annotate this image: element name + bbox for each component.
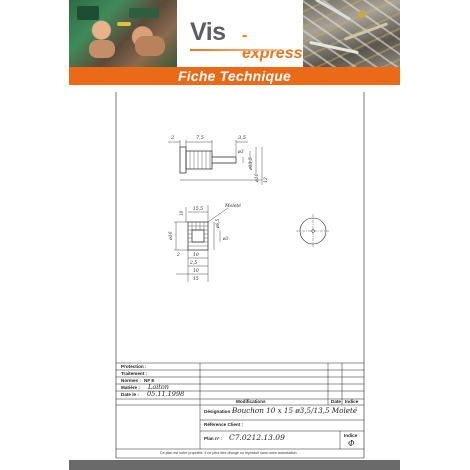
dim-front-15: 15 bbox=[193, 276, 199, 282]
label-reference-client: Référence Client : bbox=[204, 422, 244, 427]
label-traitement: Traitement : bbox=[121, 371, 148, 376]
notice-text: Ce plan est notre propriété. Il ne peut … bbox=[160, 451, 298, 455]
header-photo-electronics bbox=[69, 0, 177, 67]
label-indice: Indice bbox=[344, 433, 358, 438]
end-view bbox=[296, 214, 330, 248]
label-date-col: Date bbox=[331, 399, 341, 404]
page-title: Fiche Technique bbox=[178, 68, 291, 84]
label-designation: Désignation : bbox=[204, 409, 234, 414]
dim-front-10-b: 10 bbox=[193, 268, 199, 274]
label-matiere: Matière : bbox=[121, 385, 140, 390]
value-normes: NF E bbox=[144, 378, 155, 383]
footer-bar bbox=[69, 460, 400, 470]
dim-side-2: 2 bbox=[170, 135, 174, 141]
label-molete: Moleté bbox=[224, 202, 241, 209]
dim-front-o10: ø10 bbox=[168, 231, 174, 241]
dim-front-10-top: 10 bbox=[179, 210, 184, 216]
header-photo-screws bbox=[303, 0, 400, 67]
title-block-grid bbox=[116, 362, 364, 450]
dim-side-o3: ø3 bbox=[237, 149, 244, 155]
dim-front-15-5: 15,5 bbox=[193, 206, 203, 212]
dim-front-o6-5: ø6,5 bbox=[215, 218, 220, 229]
value-plan: C7.0212.13.09 bbox=[229, 433, 285, 442]
label-plan: Plan n° : bbox=[204, 436, 223, 441]
label-modifications: Modifications bbox=[236, 399, 266, 404]
value-matiere: Laiton bbox=[148, 383, 169, 391]
label-indice-col: Indice bbox=[345, 399, 359, 404]
dim-front-2: 2 bbox=[176, 252, 180, 258]
label-protection: Protection : bbox=[121, 364, 147, 369]
dim-side-o10: ø10 bbox=[254, 173, 260, 183]
front-view bbox=[174, 205, 229, 282]
dim-side-7-5: 7,5 bbox=[196, 135, 204, 141]
dim-front-o3: ø3 bbox=[222, 236, 229, 241]
dim-front-10-a: 10 bbox=[193, 252, 199, 258]
dim-side-12: 12 bbox=[263, 177, 269, 183]
brand-underline bbox=[190, 49, 290, 51]
side-view bbox=[168, 140, 263, 185]
label-date: Date le : bbox=[121, 392, 139, 397]
value-date: 05.11.1998 bbox=[147, 390, 185, 398]
value-designation: Bouchon 10 x 15 ø3,5/13,5 Moleté bbox=[232, 406, 358, 415]
dim-front-2-5: 2,5 bbox=[189, 260, 197, 266]
value-indice: Φ bbox=[348, 439, 355, 448]
dim-side-3-5: 3,5 bbox=[238, 135, 246, 141]
title-bar: Fiche Technique bbox=[69, 67, 400, 85]
brand-vis-text: Vis bbox=[190, 18, 226, 46]
label-normes: Normes : bbox=[121, 378, 141, 383]
dim-side-o13-5: ø13,5 bbox=[248, 157, 254, 171]
